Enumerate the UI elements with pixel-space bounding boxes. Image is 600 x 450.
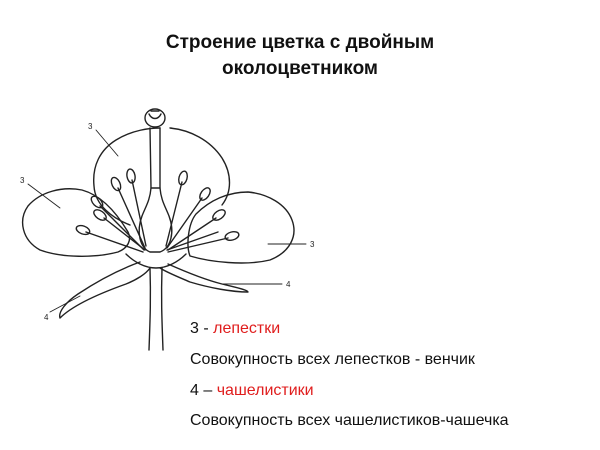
back-petal-right [169, 127, 231, 206]
stamens-left [75, 168, 147, 253]
callout-leader-lines [27, 129, 307, 313]
callout-petal-back: 3 [88, 122, 93, 131]
legend-sepals: 4 – чашелистики [190, 381, 314, 401]
title-line-1: Строение цветка с двойным [165, 32, 435, 53]
legend-sepals-term: чашелистики [216, 382, 314, 399]
back-petal [93, 127, 161, 226]
legend-corolla-definition: Совокупность всех лепестков - венчик [190, 351, 475, 368]
legend-petals: 3 - лепестки [190, 319, 280, 339]
pistil-stigma [144, 108, 166, 128]
title-line-2: околоцветником [222, 58, 378, 79]
peduncle-stem-edge [160, 267, 164, 351]
receptacle [125, 253, 187, 269]
right-petal [187, 191, 295, 264]
left-sepal [59, 261, 151, 319]
callout-sepal-right: 4 [286, 280, 291, 289]
pistil-style-left [149, 127, 152, 189]
left-petal [21, 188, 131, 257]
legend-petals-number: 3 [190, 320, 199, 337]
right-sepal [159, 263, 249, 293]
callout-petal-left: 3 [20, 176, 25, 185]
stigma-lines [148, 110, 162, 120]
flower-drawing [21, 108, 307, 351]
legend-sepals-separator: – [198, 382, 217, 399]
legend-petals-separator: - [198, 320, 214, 337]
stamens-right [165, 170, 240, 253]
legend-sepals-number: 4 [190, 382, 199, 399]
peduncle-stem [148, 267, 152, 351]
callout-sepal-left: 4 [44, 313, 49, 322]
callout-petal-right: 3 [310, 240, 315, 249]
legend-calyx-definition: Совокупность всех чашелистиков-чашечка [190, 412, 509, 429]
slide-title: Строение цветка с двойным околоцветником [0, 30, 600, 82]
legend-petals-term: лепестки [213, 320, 281, 337]
